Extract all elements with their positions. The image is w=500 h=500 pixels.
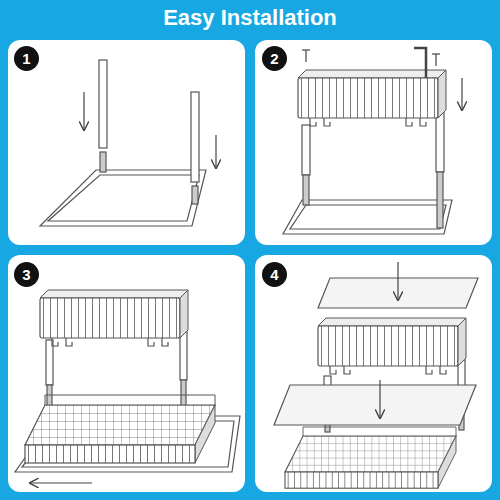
step-number: 1 — [14, 46, 39, 71]
step-number: 4 — [262, 262, 287, 287]
step-number: 2 — [262, 46, 287, 71]
step-number-text: 2 — [270, 51, 278, 66]
step-number-text: 3 — [22, 267, 30, 282]
step-number-text: 1 — [22, 51, 30, 66]
step-number-text: 4 — [270, 267, 278, 282]
step-number: 3 — [14, 262, 39, 287]
title: Easy Installation — [0, 5, 500, 31]
